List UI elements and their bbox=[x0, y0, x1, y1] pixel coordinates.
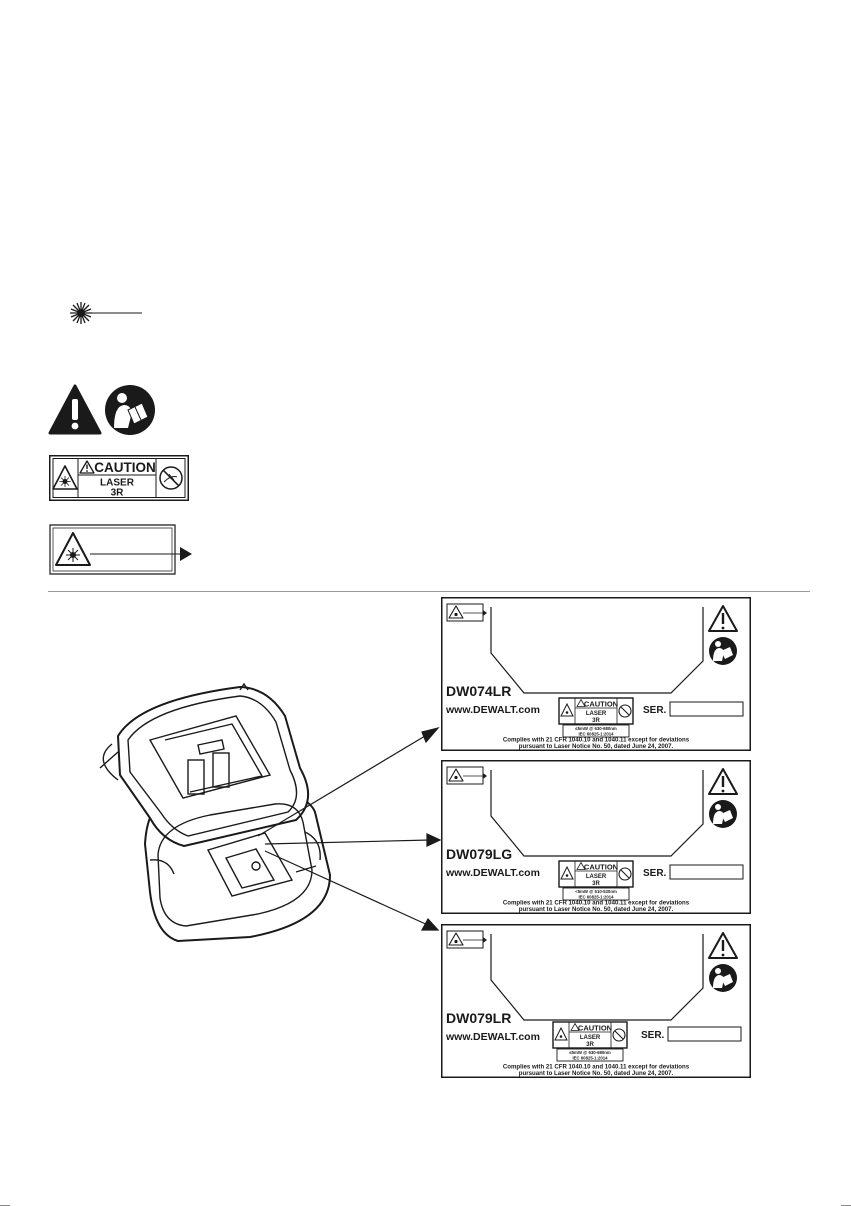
compliance-line1: Complies with 21 CFR 1040.10 and 1040.11… bbox=[503, 900, 690, 907]
arrow-right-icon bbox=[180, 547, 192, 561]
serial-label: SER. bbox=[643, 705, 667, 716]
product-label: DW079LR www.DEWALT.com CAUTION LASER 3R … bbox=[441, 924, 751, 1078]
serial-number-box bbox=[669, 701, 744, 717]
laser-class-line1: LASER bbox=[580, 1035, 601, 1041]
website: www.DEWALT.com bbox=[445, 1031, 540, 1043]
iec-standard: IEC 60825-1:2014 bbox=[572, 1055, 608, 1060]
laser-power: ≤5mW @ 630-680nm bbox=[575, 726, 617, 731]
laser-class-line2: 3R bbox=[592, 718, 600, 724]
compliance-line1: Complies with 21 CFR 1040.10 and 1040.11… bbox=[503, 1064, 690, 1071]
product-label: DW074LR www.DEWALT.com CAUTION LASER 3R … bbox=[441, 597, 751, 751]
model-number: DW074LR bbox=[446, 683, 511, 699]
caution-label-small: CAUTION LASER 3R ≤5mW @ 630-680nm IEC 60… bbox=[552, 1021, 628, 1062]
laser-hazard-icon bbox=[446, 766, 487, 785]
serial-number-box bbox=[669, 864, 744, 880]
laser-tool-illustration bbox=[99, 682, 442, 942]
laser-hazard-arrow-label bbox=[49, 524, 192, 575]
laser-hazard-icon bbox=[55, 532, 91, 566]
product-label: DW079LG www.DEWALT.com CAUTION LASER 3R … bbox=[441, 760, 751, 914]
laser-class-line2: 3R bbox=[111, 488, 125, 499]
laser-hazard-icon bbox=[446, 930, 487, 949]
compliance-line2: pursuant to Laser Notice No. 50, dated J… bbox=[519, 906, 674, 913]
caution-label-small: CAUTION LASER 3R ≤5mW @ 630-680nm IEC 60… bbox=[558, 697, 634, 738]
warning-triangle-icon bbox=[48, 384, 102, 435]
compliance-line2: pursuant to Laser Notice No. 50, dated J… bbox=[519, 1070, 674, 1077]
laser-class-line1: LASER bbox=[586, 711, 607, 717]
section-divider bbox=[48, 591, 810, 592]
model-number: DW079LR bbox=[446, 1010, 511, 1026]
laser-beam-icon bbox=[70, 302, 142, 324]
caution-word: CAUTION bbox=[584, 863, 618, 872]
serial-number-box bbox=[667, 1026, 742, 1042]
caution-word: CAUTION bbox=[94, 460, 156, 475]
caution-label-large: CAUTION LASER 3R bbox=[49, 455, 189, 501]
read-manual-icon bbox=[709, 800, 737, 828]
compliance-line2: pursuant to Laser Notice No. 50, dated J… bbox=[519, 743, 674, 750]
website: www.DEWALT.com bbox=[445, 867, 540, 879]
laser-class-line1: LASER bbox=[586, 874, 607, 880]
laser-power: ≤5mW @ 630-680nm bbox=[569, 1050, 611, 1055]
caution-word: CAUTION bbox=[578, 1024, 612, 1033]
caution-label-small: CAUTION LASER 3R <5mW @ 510-530nm IEC 60… bbox=[558, 860, 634, 901]
read-manual-icon bbox=[709, 964, 737, 992]
laser-hazard-icon bbox=[52, 465, 78, 490]
serial-label: SER. bbox=[643, 868, 667, 879]
read-manual-icon bbox=[105, 385, 155, 435]
serial-label: SER. bbox=[641, 1030, 665, 1041]
laser-hazard-icon bbox=[446, 603, 487, 622]
caution-word: CAUTION bbox=[584, 700, 618, 709]
model-number: DW079LG bbox=[446, 846, 512, 862]
no-eye-exposure-icon bbox=[159, 466, 183, 490]
iec-standard: IEC 60825-1:2014 bbox=[578, 731, 614, 736]
compliance-line1: Complies with 21 CFR 1040.10 and 1040.11… bbox=[503, 737, 690, 744]
laser-class-line2: 3R bbox=[586, 1042, 594, 1048]
laser-power: <5mW @ 510-530nm bbox=[575, 889, 617, 894]
iec-standard: IEC 60825-1:2014 bbox=[578, 894, 614, 899]
laser-class-line2: 3R bbox=[592, 881, 600, 887]
laser-class-line1: LASER bbox=[100, 478, 135, 489]
website: www.DEWALT.com bbox=[445, 704, 540, 716]
read-manual-icon bbox=[709, 637, 737, 665]
